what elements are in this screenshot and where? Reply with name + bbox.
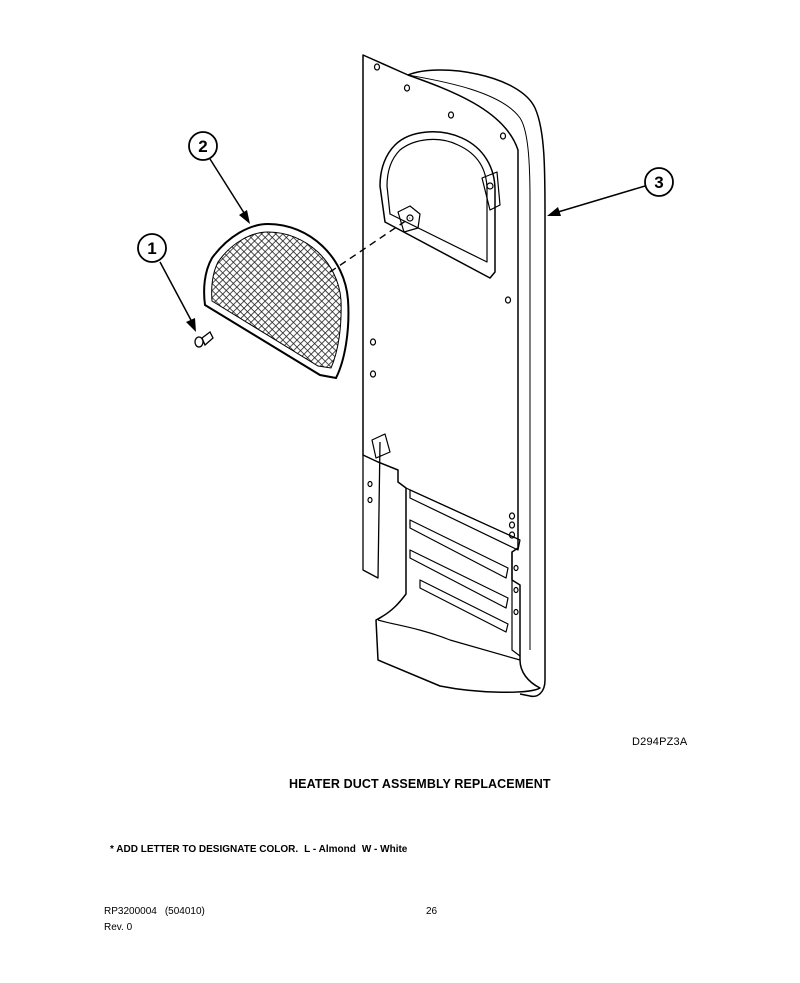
- callout-2-leader: [209, 158, 247, 217]
- panel-right-strip: [511, 552, 521, 657]
- heater-duct-screen: [203, 222, 350, 380]
- callout-1: 1: [137, 233, 196, 332]
- color-note: * ADD LETTER TO DESIGNATE COLOR. L - Almo…: [110, 844, 407, 855]
- callout-2-number: 2: [198, 137, 207, 156]
- doc-code: (504010): [164, 906, 205, 917]
- screw-head: [194, 336, 204, 348]
- footer-doc-number: RP3200004 (504010): [104, 906, 205, 917]
- page-number: 26: [426, 906, 438, 917]
- color-note-white: W - White: [361, 844, 408, 855]
- diagram-title: HEATER DUCT ASSEMBLY REPLACEMENT: [289, 777, 551, 791]
- callout-1-leader: [159, 261, 193, 323]
- color-note-text: * ADD LETTER TO DESIGNATE COLOR.: [110, 844, 299, 855]
- callout-1-arrowhead: [186, 318, 196, 332]
- callout-2: 2: [188, 131, 250, 224]
- opening-bracket: [481, 171, 501, 211]
- panel-bottom-fold: [377, 619, 521, 661]
- callout-2-circle: [188, 131, 218, 161]
- heater-duct-panel: [362, 54, 546, 698]
- mount-tab: [397, 205, 421, 233]
- panel-front: [362, 54, 541, 694]
- footer-revision: Rev. 0: [104, 922, 133, 933]
- screen-mesh: [211, 231, 342, 369]
- panel-slats: [405, 487, 521, 633]
- callout-3-leader: [557, 185, 646, 213]
- screw-shank: [201, 331, 214, 347]
- assembly-dashed-line: [329, 217, 411, 273]
- callout-3-number: 3: [654, 173, 663, 192]
- callout-2-arrowhead: [239, 210, 250, 224]
- bracket-hole: [486, 182, 494, 190]
- color-note-almond: L - Almond: [304, 844, 356, 855]
- panel-opening: [379, 131, 496, 279]
- panel-left-tab: [371, 433, 391, 459]
- callout-3-arrowhead: [547, 207, 561, 216]
- callout-1-number: 1: [147, 239, 156, 258]
- panel-holes: [367, 63, 519, 616]
- drawing-id: D294PZ3A: [632, 736, 688, 748]
- panel-back-flange: [407, 69, 546, 698]
- doc-number: RP3200004: [104, 906, 157, 917]
- screw-part: [194, 331, 214, 348]
- callout-3: 3: [547, 167, 674, 216]
- panel-opening-inner: [386, 138, 488, 263]
- panel-back-flange-inner: [407, 74, 531, 650]
- mount-tab-hole: [406, 214, 414, 222]
- callout-3-circle: [644, 167, 674, 197]
- panel-left-flange: [362, 441, 381, 579]
- callout-1-circle: [137, 233, 167, 263]
